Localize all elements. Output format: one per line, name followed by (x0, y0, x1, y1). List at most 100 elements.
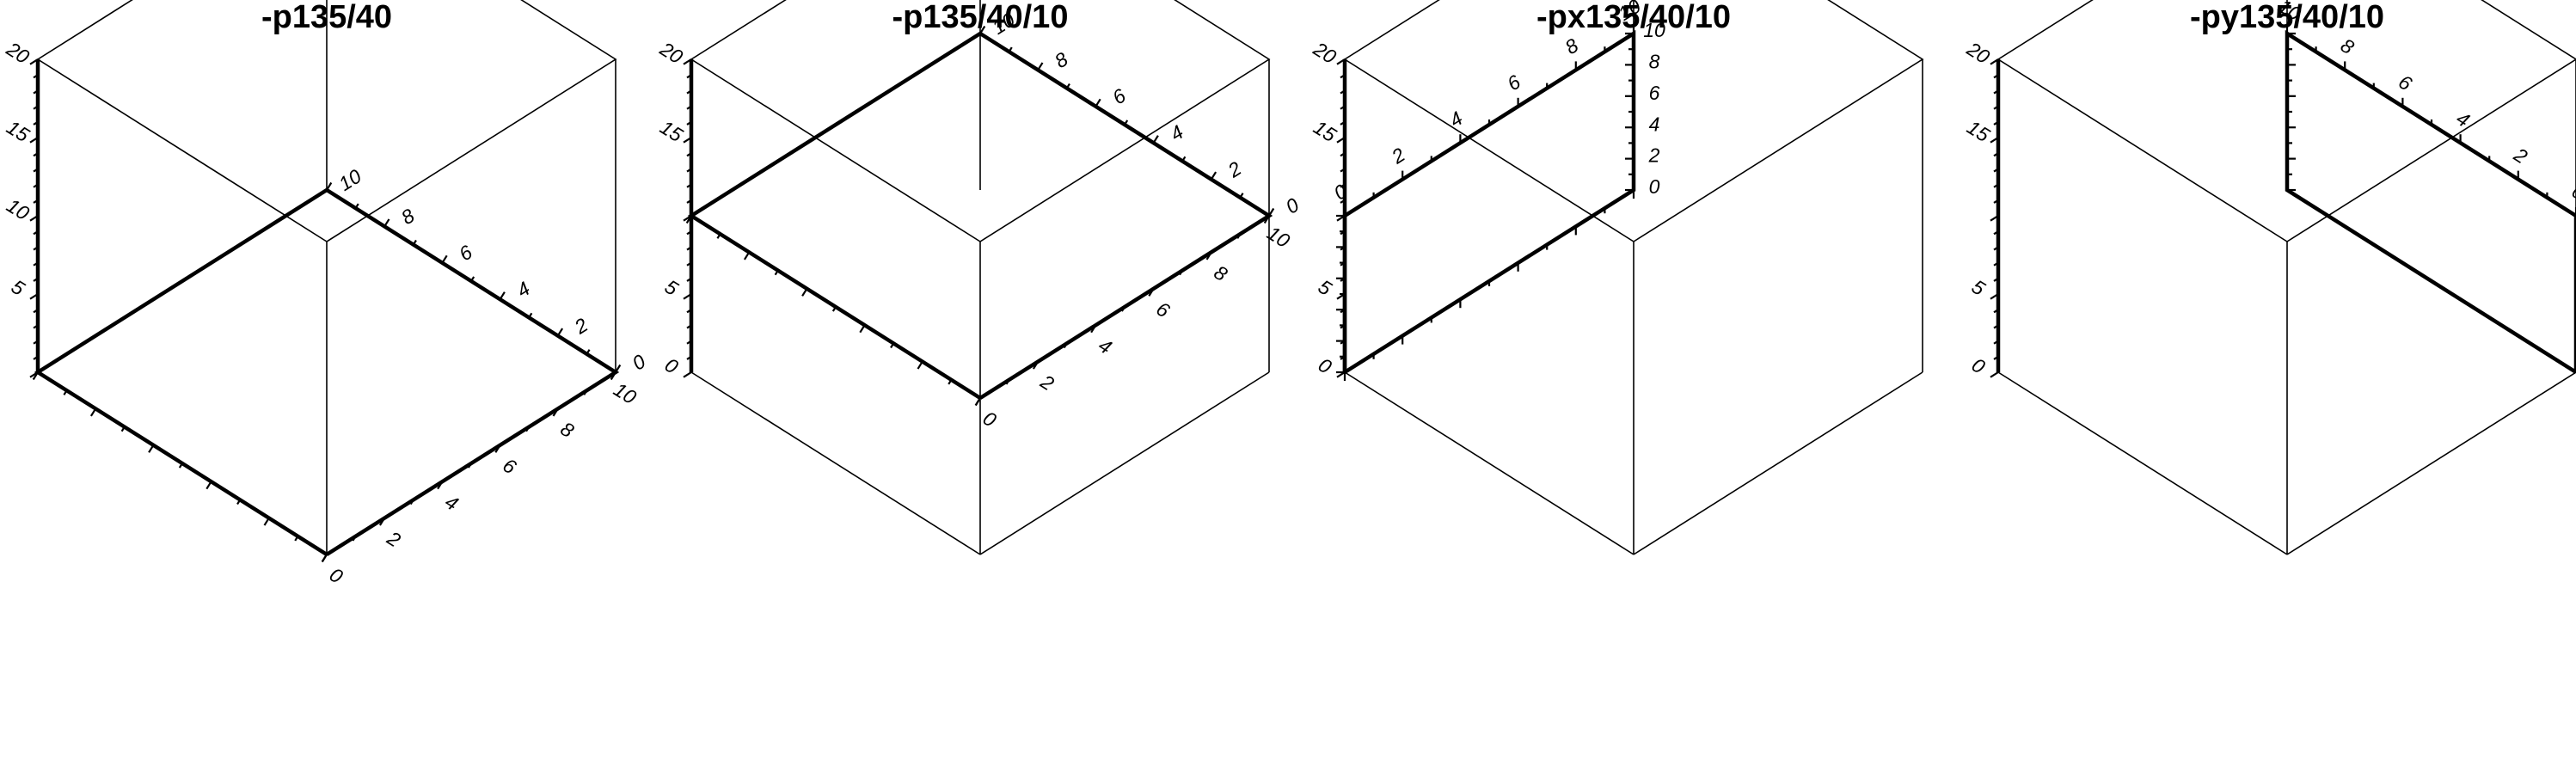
z-axis-tick (33, 277, 39, 282)
z-axis-tick-label: 15 (3, 116, 34, 147)
y-axis-tick (1205, 251, 1212, 260)
y-axis-tick (1179, 270, 1184, 276)
cube-top-edge (1996, 0, 2576, 242)
z-axis-tick (33, 183, 39, 188)
z-axis-tick-label: 5 (1315, 275, 1336, 300)
z-axis-tick-label: 2 (1648, 144, 1660, 167)
z-axis-tick (686, 277, 692, 282)
x-axis-tick-label: 6 (455, 241, 476, 266)
z-axis-tick (1990, 293, 1999, 300)
z-axis-tick-label: 0 (1968, 353, 1990, 378)
z-axis-tick (1340, 152, 1346, 157)
x-axis-minor-tick (716, 233, 721, 239)
y-axis-tick (1236, 233, 1242, 239)
z-axis-tick (33, 74, 39, 79)
z-axis-tick (33, 309, 39, 314)
z-axis-tick-label: 0 (1649, 175, 1660, 198)
z-axis-tick (1336, 58, 1346, 65)
y-axis-tick (378, 518, 386, 526)
z-axis-tick (1993, 89, 1999, 95)
z-axis-tick (686, 355, 692, 360)
z-axis-tick (1340, 199, 1346, 204)
z-axis-tick-label: 4 (1649, 113, 1660, 135)
z-axis-tick (1993, 74, 1999, 79)
cube-top-edge (690, 0, 1271, 242)
x-axis-tick (528, 312, 533, 318)
z-axis-tick (1340, 120, 1346, 126)
z-axis-tick-label: 10 (3, 194, 34, 225)
cube-bottom-edge (690, 371, 981, 555)
z-axis-tick (29, 58, 39, 65)
x-axis-minor-tick (974, 397, 981, 407)
z-axis-tick (1993, 230, 1999, 236)
x-axis-tick-label: 8 (1051, 47, 1072, 72)
y-axis-tick (525, 426, 531, 432)
y-axis-tick-label: 0 (326, 563, 347, 588)
x-axis-tick (499, 291, 506, 300)
z-axis-tick (686, 120, 692, 126)
z-axis-tick (1993, 120, 1999, 126)
y-axis-tick (494, 444, 501, 453)
z-axis-tick (686, 309, 692, 314)
x-axis-tick-label: 4 (2452, 107, 2474, 132)
z-axis-tick (686, 261, 692, 267)
cube-bottom-edge (1997, 371, 2288, 555)
y-axis-tick (552, 407, 559, 417)
z-axis-tick (686, 183, 692, 188)
x-axis-tick (586, 349, 591, 355)
z-axis-tick (1993, 199, 1999, 204)
x-axis-minor-tick (294, 536, 299, 542)
z-axis-tick (686, 152, 692, 157)
x-axis-minor-tick (859, 324, 866, 334)
x-axis-minor-tick (948, 379, 953, 385)
x-axis-tick (1008, 46, 1013, 52)
z-axis-tick-label: 5 (1968, 275, 1990, 300)
x-axis-tick (1065, 83, 1070, 89)
y-axis-tick-label: 2 (1387, 143, 1409, 168)
z-axis-tick (683, 371, 692, 378)
z-axis-tick (33, 199, 39, 204)
z-axis-tick (29, 293, 39, 300)
x-axis-minor-tick (801, 288, 808, 297)
y-axis-tick (1032, 361, 1040, 370)
x-axis-tick (1210, 171, 1217, 181)
y-axis-tick (1263, 215, 1270, 224)
z-axis-tick (686, 324, 692, 329)
z-axis-tick (1993, 324, 1999, 329)
y-axis-tick (1148, 288, 1155, 297)
x-axis-tick (979, 25, 986, 34)
x-axis-minor-tick (917, 361, 923, 370)
y-axis-tick (352, 536, 357, 542)
y-axis-tick-label: 8 (1211, 260, 1232, 285)
z-axis-tick (686, 199, 692, 204)
yz-plane-frame (1342, 29, 1636, 374)
y-axis-tick (583, 389, 588, 395)
x-axis-minor-tick (89, 407, 97, 417)
z-axis-tick-label: 5 (661, 275, 683, 300)
z-axis-tick-label: 6 (1649, 82, 1660, 104)
z-axis-tick (33, 168, 39, 173)
x-axis-tick-label: 0 (629, 350, 650, 375)
x-axis-tick-label: 6 (2395, 70, 2416, 95)
z-axis-tick-label: 0 (1315, 353, 1336, 378)
z-axis-tick (1990, 215, 1999, 222)
x-axis-tick (1239, 193, 1244, 199)
y-axis-tick (610, 371, 616, 381)
z-axis-tick-label: 20 (1962, 37, 1993, 68)
x-axis-tick-label: 4 (1166, 120, 1187, 145)
x-axis-tick (354, 203, 359, 209)
z-axis-tick (1990, 58, 1999, 65)
x-axis-minor-tick (120, 426, 126, 432)
z-axis-tick-label: 8 (1649, 50, 1660, 72)
z-axis-tick (683, 293, 692, 300)
cube-bottom-edge (1344, 371, 1635, 555)
y-axis-tick-label: 4 (1095, 334, 1116, 358)
z-axis-tick (686, 74, 692, 79)
x-axis-tick (615, 364, 622, 373)
z-axis-tick (1340, 168, 1346, 173)
x-axis-tick (441, 254, 448, 264)
x-axis-minor-tick (148, 444, 155, 453)
